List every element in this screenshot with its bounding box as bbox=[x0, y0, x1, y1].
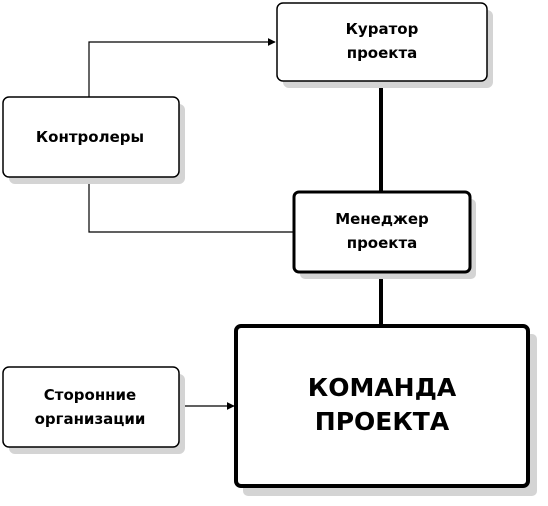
node-third-party: Сторонние организации bbox=[2, 366, 185, 454]
edge-manager-to-controllers bbox=[85, 176, 294, 233]
controllers-label: Контролеры bbox=[36, 128, 144, 146]
node-controllers: Контролеры bbox=[2, 96, 185, 184]
node-manager: Менеджер проекта bbox=[292, 190, 476, 279]
team-label-line-2: ПРОЕКТА bbox=[315, 407, 450, 436]
third-party-label-line-1: Сторонние bbox=[44, 386, 136, 404]
node-curator: Куратор проекта bbox=[276, 2, 493, 88]
edge-controllers-to-curator bbox=[88, 38, 276, 97]
curator-label-line-2: проекта bbox=[347, 44, 418, 62]
third-party-label-line-2: организации bbox=[35, 410, 146, 428]
node-team: КОМАНДА ПРОЕКТА bbox=[234, 324, 537, 496]
edges bbox=[85, 38, 383, 410]
curator-label-line-1: Куратор bbox=[346, 20, 419, 38]
manager-label-line-2: проекта bbox=[347, 234, 418, 252]
team-label-line-1: КОМАНДА bbox=[308, 373, 457, 402]
manager-label-line-1: Менеджер bbox=[335, 210, 429, 228]
